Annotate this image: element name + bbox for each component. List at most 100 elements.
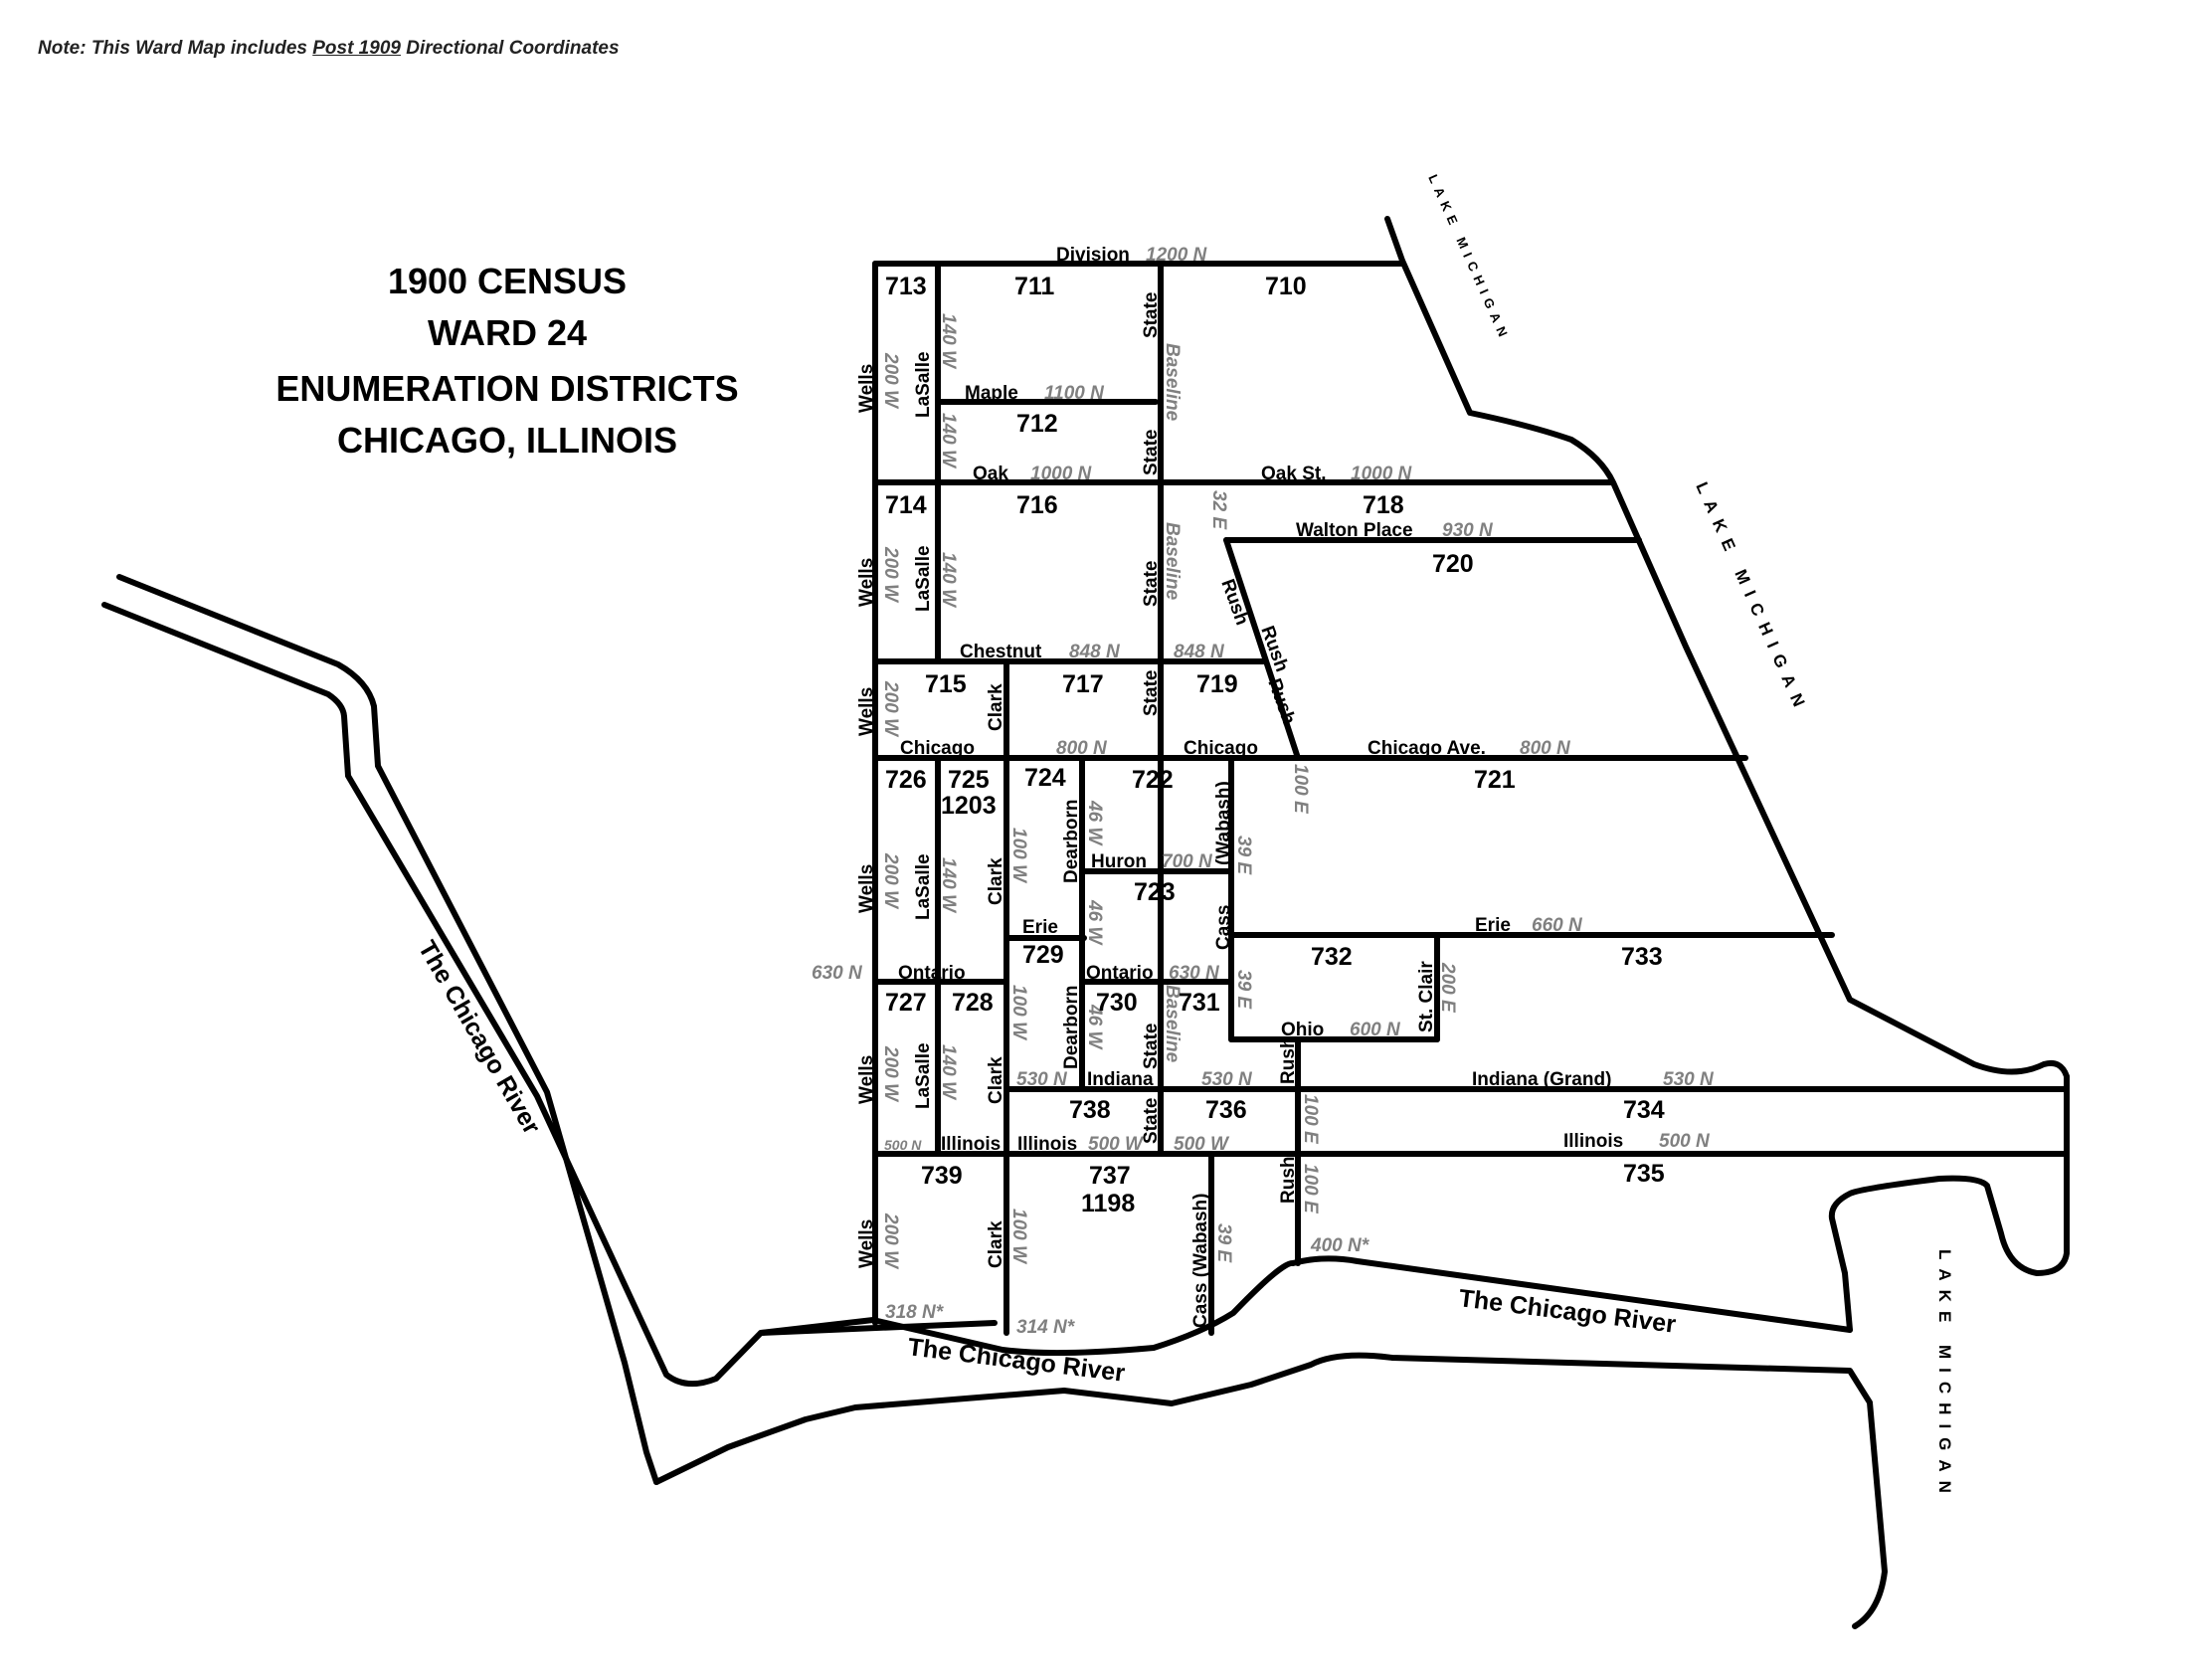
street-wabash-1: (Wabash) <box>1213 781 1234 865</box>
street-oak: Oak <box>973 464 1008 484</box>
coord-dearborn-1: 46 W <box>1084 800 1105 846</box>
coord-st-clair: 200 E <box>1437 962 1458 1014</box>
street-clark-2: Clark <box>986 857 1006 905</box>
street-wells-4: Wells <box>856 864 877 913</box>
coord-division: 1200 N <box>1146 245 1208 266</box>
district-736: 736 <box>1205 1096 1247 1124</box>
street-state-5: State <box>1141 1024 1162 1069</box>
map-note: Note: This Ward Map includes Post 1909 D… <box>38 38 620 59</box>
coord-south-318: 318 N* <box>885 1302 945 1323</box>
street-dearborn-1: Dearborn <box>1061 800 1082 883</box>
district-716: 716 <box>1016 491 1058 519</box>
district-729: 729 <box>1022 941 1064 969</box>
street-chicago-mid: Chicago <box>1184 738 1258 759</box>
coord-wells-6: 200 W <box>880 1213 901 1270</box>
river-label-center: The Chicago River <box>906 1333 1127 1388</box>
coord-rush-100e-3: 100 E <box>1300 1164 1321 1214</box>
street-cass-1: Cass <box>1213 905 1234 950</box>
title-line-2: WARD 24 <box>427 312 588 353</box>
coord-lasalle-2: 140 W <box>938 413 959 469</box>
district-724: 724 <box>1024 764 1066 792</box>
coord-south-400: 400 N* <box>1310 1235 1370 1256</box>
district-711: 711 <box>1014 273 1054 300</box>
coord-ohio: 600 N <box>1350 1020 1401 1040</box>
district-720: 720 <box>1432 550 1474 578</box>
district-737: 737 <box>1089 1162 1131 1190</box>
coord-indiana-mid: 530 N <box>1201 1069 1253 1090</box>
coord-oak: 1000 N <box>1030 464 1093 484</box>
river-main-south-bank <box>653 1352 1888 1629</box>
coord-dearborn-3: 46 W <box>1084 1004 1105 1050</box>
lake-shoreline <box>1384 216 2070 1333</box>
street-ontario-mid: Ontario <box>1086 963 1154 984</box>
coord-chicago-ave: 800 N <box>1520 738 1571 759</box>
coord-illinois-east: 500 N <box>1659 1131 1711 1152</box>
coord-baseline-2: Baseline <box>1162 522 1183 601</box>
district-713: 713 <box>885 273 927 300</box>
title-line-3: ENUMERATION DISTRICTS <box>275 368 739 409</box>
district-725: 725 <box>948 766 990 794</box>
coord-wells-5: 200 W <box>880 1045 901 1103</box>
district-712: 712 <box>1016 410 1058 438</box>
coord-wells-4: 200 W <box>880 852 901 910</box>
district-1203: 1203 <box>941 792 997 820</box>
street-huron: Huron <box>1091 851 1147 872</box>
district-714: 714 <box>885 491 927 519</box>
street-illinois-east: Illinois <box>1563 1131 1623 1152</box>
street-ontario-west: Ontario <box>898 963 966 984</box>
street-state-4: State <box>1141 670 1162 716</box>
street-rush-5: Rush <box>1278 1157 1299 1205</box>
coord-chestnut: 848 N <box>1069 642 1121 662</box>
coord-chicago-west: 800 N <box>1056 738 1108 759</box>
coord-cass-3: 39 E <box>1213 1223 1234 1263</box>
coord-illinois-mid: 500 W <box>1088 1134 1145 1155</box>
coord-cass-2: 39 E <box>1233 970 1254 1010</box>
district-726: 726 <box>885 766 927 794</box>
title-line-4: CHICAGO, ILLINOIS <box>337 420 677 461</box>
district-719: 719 <box>1196 670 1238 698</box>
coord-lasalle-3: 140 W <box>938 552 959 609</box>
street-chicago-ave: Chicago Ave. <box>1368 738 1486 759</box>
coord-clark-2: 100 W <box>1008 985 1029 1041</box>
title-line-1: 1900 CENSUS <box>387 261 628 301</box>
street-st-clair: St. Clair <box>1416 961 1437 1032</box>
coord-erie: 660 N <box>1532 915 1583 936</box>
street-wells-5: Wells <box>856 1055 877 1104</box>
coord-cass-1: 39 E <box>1233 836 1254 875</box>
river-north-bank-west <box>116 574 659 1485</box>
district-718: 718 <box>1363 491 1404 519</box>
river-main-north-bank <box>758 1255 1853 1357</box>
coord-rush-100e-1: 100 E <box>1290 764 1311 815</box>
coord-maple: 1100 N <box>1044 383 1105 404</box>
street-erie-west: Erie <box>1022 917 1058 938</box>
coord-baseline-3: Baseline <box>1162 985 1183 1063</box>
street-maple: Maple <box>965 383 1018 404</box>
street-division: Division <box>1056 245 1130 266</box>
street-illinois-west-1: Illinois <box>941 1134 1001 1155</box>
river-north-bank-east <box>101 602 998 1388</box>
coord-walton: 930 N <box>1442 520 1494 541</box>
district-731: 731 <box>1179 989 1220 1017</box>
coord-wells-3: 200 W <box>880 680 901 738</box>
coord-illinois-west: 500 N <box>884 1137 922 1153</box>
street-state-1: State <box>1141 292 1162 338</box>
district-739: 739 <box>921 1162 963 1190</box>
coord-lasalle-4: 140 W <box>938 857 959 914</box>
street-oak-st: Oak St. <box>1261 464 1326 484</box>
district-1198: 1198 <box>1081 1190 1135 1217</box>
coord-ontario-mid: 630 N <box>1169 963 1220 984</box>
district-728: 728 <box>952 989 994 1017</box>
coord-dearborn-2: 46 W <box>1084 899 1105 946</box>
street-lasalle-4: LaSalle <box>913 1042 934 1109</box>
coord-indiana-east: 530 N <box>1663 1069 1715 1090</box>
street-state-2: State <box>1141 430 1162 475</box>
street-dearborn-2: Dearborn <box>1061 986 1082 1069</box>
coord-baseline-1: Baseline <box>1162 343 1183 422</box>
coord-lasalle-5: 140 W <box>938 1044 959 1101</box>
coord-illinois-mid-2: 500 W <box>1174 1134 1230 1155</box>
coord-rush-100e-2: 100 E <box>1300 1094 1321 1145</box>
street-lasalle-3: LaSalle <box>913 853 934 920</box>
street-illinois-west-2: Illinois <box>1017 1134 1077 1155</box>
lake-label-top: LAKE MICHIGAN <box>1425 172 1513 344</box>
